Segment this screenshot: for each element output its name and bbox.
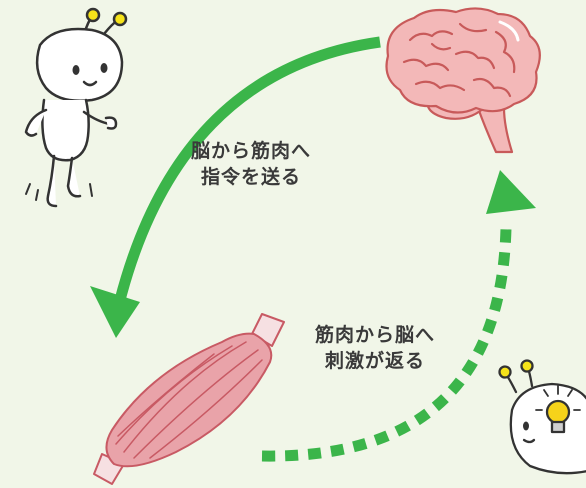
walking-character-icon	[24, 7, 128, 208]
muscle-icon	[93, 313, 285, 485]
label-brain-to-muscle: 脳から筋肉へ 指令を送る	[178, 138, 324, 190]
label-brain-to-muscle-line-1: 脳から筋肉へ	[190, 140, 311, 162]
arrow-muscle-to-brain	[261, 170, 536, 462]
label-muscle-to-brain-line-2: 刺激が返る	[324, 350, 425, 372]
label-brain-to-muscle-line-2: 指令を送る	[200, 166, 301, 188]
lightbulb-character-icon	[498, 359, 586, 475]
arrow-brain-to-muscle	[90, 36, 381, 338]
brain-icon	[385, 7, 541, 154]
label-muscle-to-brain: 筋肉から脳へ 刺激が返る	[302, 322, 448, 374]
label-muscle-to-brain-line-1: 筋肉から脳へ	[314, 324, 435, 346]
